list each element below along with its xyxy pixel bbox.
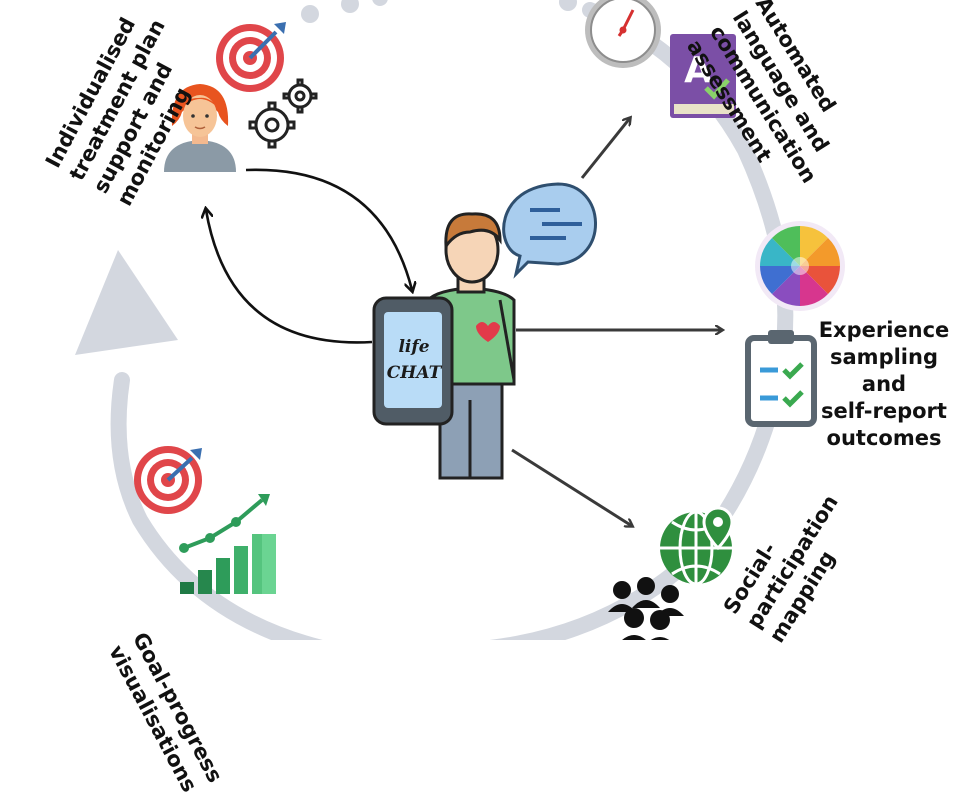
target-icon-2: [134, 446, 202, 514]
lifechat-diagram: A: [75, 0, 845, 640]
target-icon: [216, 22, 286, 92]
cycle-arrowhead: [75, 250, 178, 355]
label-experience-sampling: Experience sampling and self-report outc…: [818, 318, 950, 450]
speech-bubble-icon: [502, 182, 597, 279]
arrow-phone-to-plan: [206, 210, 373, 344]
person-icon: [164, 84, 236, 172]
svg-text:A: A: [684, 50, 712, 91]
arrow-to-phone: [245, 168, 412, 290]
cycle-dot: [372, 0, 388, 6]
cycle-dot: [559, 0, 577, 11]
book-icon: A: [670, 34, 736, 118]
gears-icon: [248, 78, 318, 149]
phone-icon: [372, 296, 454, 426]
people-icon: [608, 577, 684, 640]
trend-chart-icon: [179, 494, 276, 594]
color-wheel-icon: [755, 221, 845, 311]
stopwatch-icon: [585, 0, 661, 68]
clipboard-icon: [745, 330, 817, 427]
arrow-to-assessment: [580, 118, 630, 179]
phone-text-chat: CHAT: [386, 363, 442, 383]
connection-arrows: [206, 118, 722, 526]
label-goal-progress: Goal-progress visualisations: [104, 628, 228, 797]
cycle-dot: [301, 5, 319, 23]
arrow-to-social: [511, 448, 632, 526]
phone-text-life: life: [398, 337, 430, 357]
globe-pin-icon: [660, 506, 734, 586]
cycle-dot: [341, 0, 359, 13]
